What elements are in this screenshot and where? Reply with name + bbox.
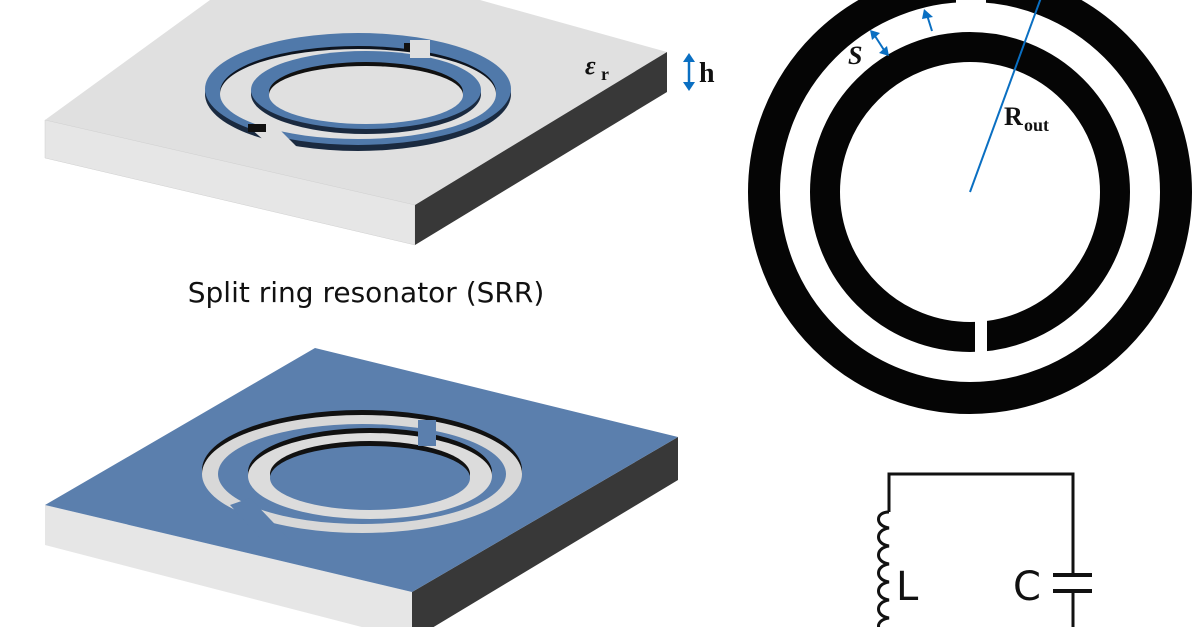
inductor-label: L (896, 564, 919, 610)
inductor-coil-icon (877, 510, 890, 627)
permittivity-subscript: r (601, 64, 609, 84)
permittivity-label: ε (585, 51, 596, 80)
inner-ring-gap (975, 320, 987, 365)
inner-complementary-ring (248, 420, 492, 519)
capacitor-label: C (1013, 564, 1041, 610)
spacing-arrow-icon (870, 9, 933, 56)
caption: Split ring resonator (SRR) (188, 276, 545, 309)
radius-subscript: out (1024, 115, 1049, 135)
height-arrow-icon (683, 53, 695, 91)
srr-top-view: S R out (748, 0, 1192, 414)
inner-split-ring (251, 40, 481, 134)
radius-line (969, 0, 1042, 193)
radius-label: R (1004, 102, 1023, 131)
outer-ring-gap (956, 0, 986, 20)
csrr-substrate-3d (45, 348, 678, 627)
lc-circuit (877, 472, 1092, 627)
srr-substrate-3d: ε r h (44, 0, 715, 246)
height-label: h (699, 58, 715, 89)
spacing-label: S (848, 41, 862, 70)
